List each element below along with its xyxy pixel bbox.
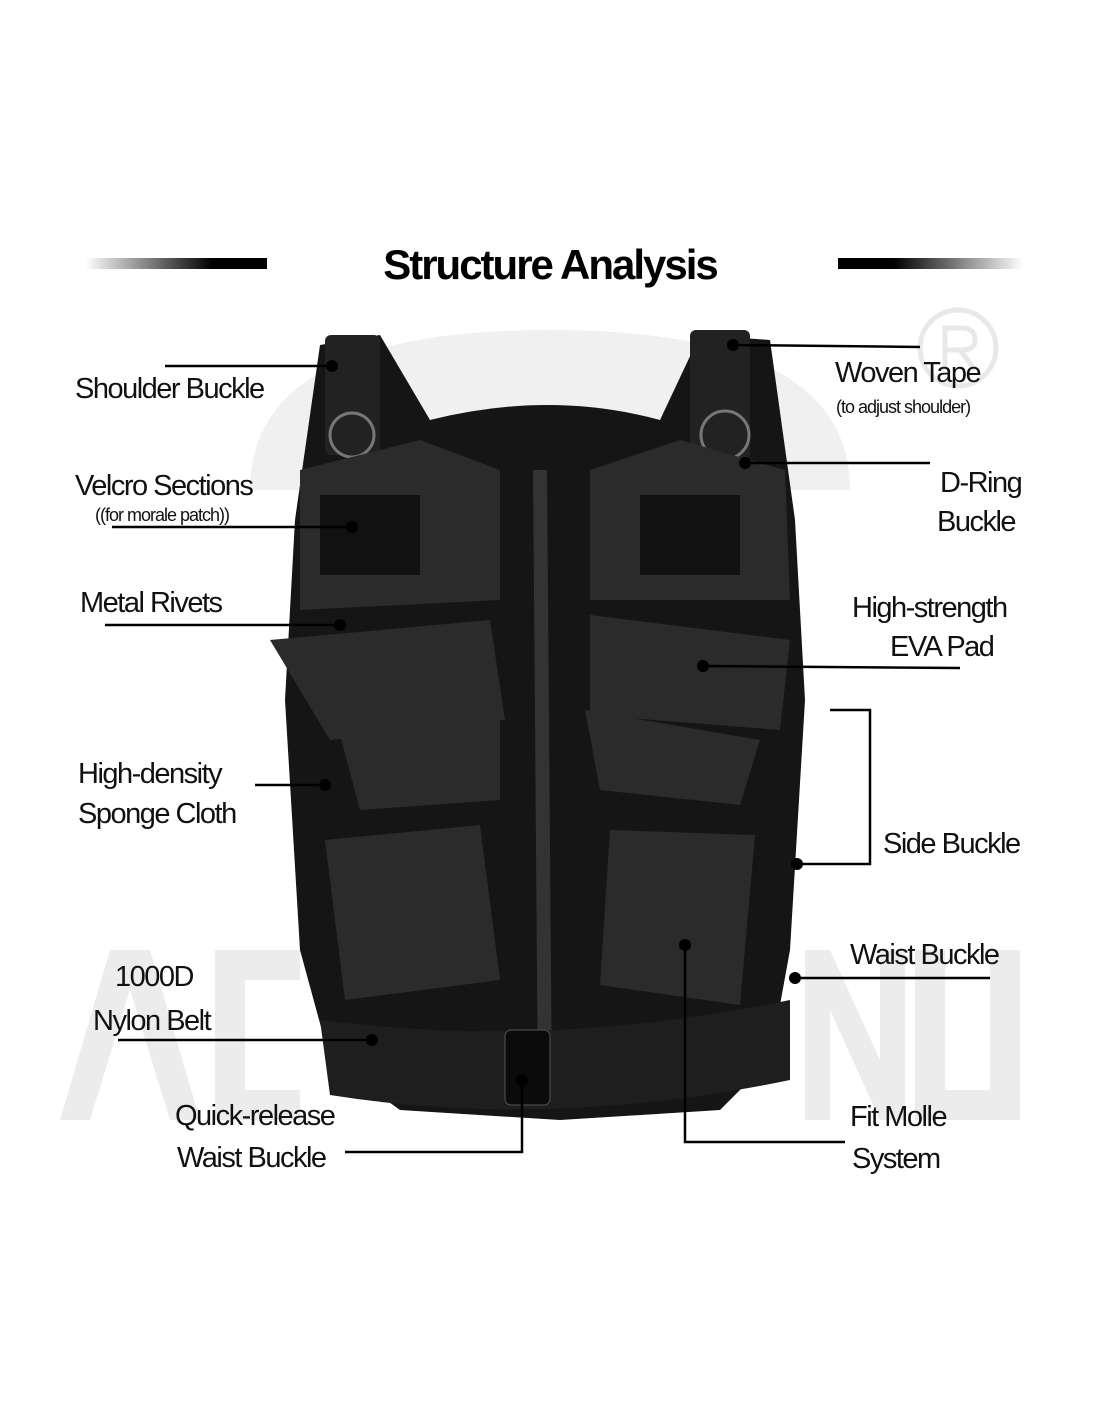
title-bar-left	[85, 258, 267, 269]
leader-lines	[105, 343, 990, 1154]
label-d-ring-2: Buckle	[937, 506, 1017, 538]
label-belt-2: Nylon Belt	[93, 1005, 212, 1037]
right-velcro	[640, 495, 740, 575]
label-sponge-2: Sponge Cloth	[78, 798, 237, 830]
label-velcro-sections: Velcro Sections	[75, 470, 254, 502]
label-eva-1: High-strength	[852, 592, 1008, 624]
zipper	[533, 469, 552, 1101]
registered-mark	[917, 307, 999, 389]
label-sponge-1: High-density	[78, 758, 223, 790]
label-belt-1: 1000D	[115, 961, 194, 993]
right-shoulder-strap	[690, 330, 750, 460]
left-shoulder-strap	[325, 335, 380, 455]
label-eva-2: EVA Pad	[890, 631, 995, 663]
right-eva-pad	[590, 615, 790, 730]
left-velcro	[320, 495, 420, 575]
nylon-belt	[320, 1000, 790, 1110]
label-velcro-note: ((for morale patch))	[95, 505, 230, 525]
watermark-letters	[60, 950, 1020, 1120]
label-shoulder-buckle: Shoulder Buckle	[75, 373, 265, 405]
label-waist-buckle: Waist Buckle	[850, 939, 1000, 971]
label-quick-release-2: Waist Buckle	[177, 1142, 327, 1174]
page-title: Structure Analysis	[0, 240, 1100, 290]
label-molle-1: Fit Molle	[850, 1101, 948, 1133]
right-molle-panel	[600, 830, 755, 1005]
title-bar-right	[838, 258, 1023, 269]
title-text: Structure Analysis	[383, 241, 719, 288]
label-woven-tape: Woven Tape	[835, 357, 982, 389]
label-side-buckle: Side Buckle	[883, 828, 1021, 860]
label-molle-2: System	[852, 1143, 941, 1175]
quick-release-buckle	[504, 1029, 551, 1106]
label-woven-tape-note: (to adjust shoulder)	[836, 397, 971, 417]
left-molle-panel	[325, 825, 500, 1000]
label-quick-release-1: Quick-release	[175, 1100, 336, 1132]
left-eva-pad	[270, 620, 505, 740]
vest-body	[270, 330, 805, 1120]
leader-dots	[319, 339, 803, 1086]
label-d-ring-1: D-Ring	[940, 467, 1023, 499]
label-metal-rivets: Metal Rivets	[80, 587, 223, 619]
